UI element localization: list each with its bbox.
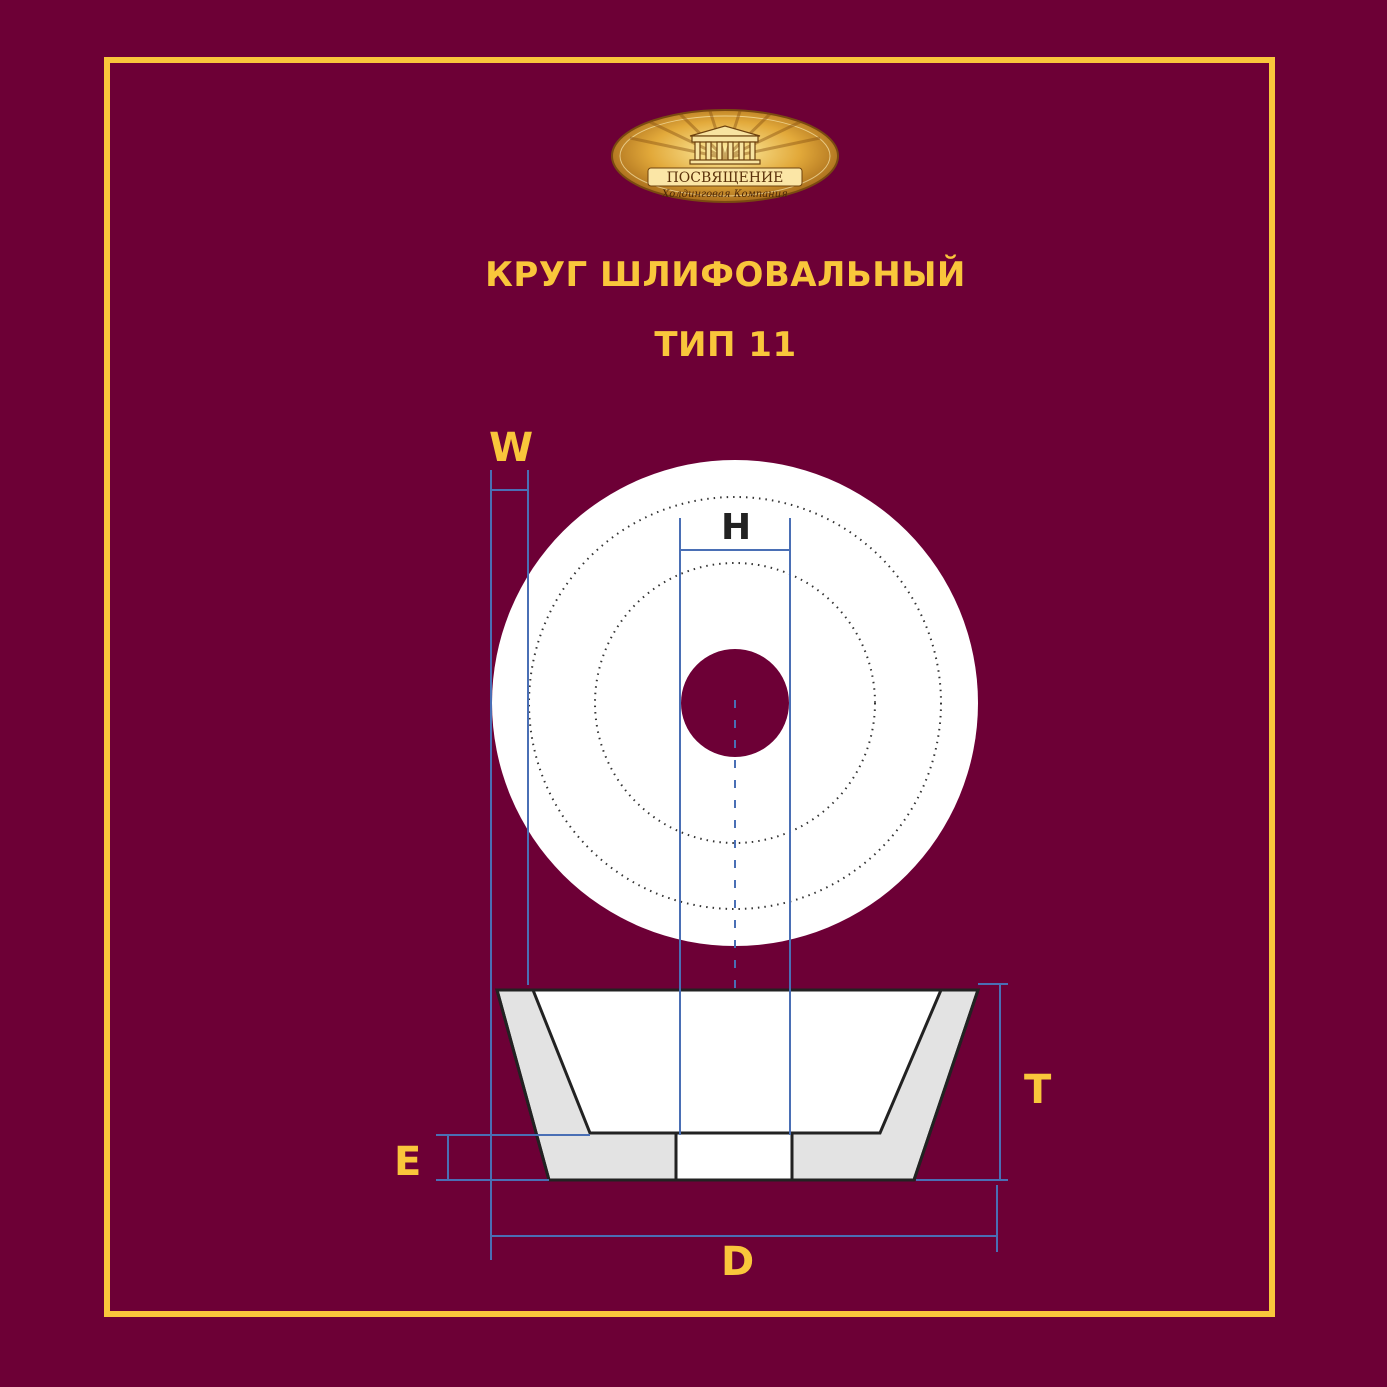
section-bore bbox=[674, 1131, 794, 1182]
label-w: W bbox=[489, 425, 534, 471]
w-dimension bbox=[490, 470, 529, 1260]
logo-tagline: Холдинговая Компания bbox=[661, 189, 788, 200]
logo-name: ПОСВЯЩЕНИЕ bbox=[667, 170, 784, 186]
e-dimension bbox=[436, 1134, 590, 1181]
title-line1: КРУГ ШЛИФОВАЛЬНЫЙ bbox=[485, 255, 966, 295]
outer-dotted-ring bbox=[528, 496, 942, 910]
label-t: T bbox=[1024, 1067, 1052, 1113]
gold-frame bbox=[104, 57, 1275, 1317]
t-dimension bbox=[916, 983, 1008, 1181]
label-h: H bbox=[721, 507, 752, 548]
d-dimension bbox=[491, 1185, 998, 1252]
label-d: D bbox=[721, 1239, 755, 1285]
label-e: E bbox=[394, 1139, 422, 1185]
inner-dotted-ring bbox=[594, 562, 876, 844]
title-line2: ТИП 11 bbox=[654, 325, 797, 365]
h-dimension bbox=[679, 518, 791, 1135]
company-logo: ПОСВЯЩЕНИЕ Холдинговая Компания bbox=[611, 109, 839, 203]
section-outline bbox=[495, 988, 981, 1182]
